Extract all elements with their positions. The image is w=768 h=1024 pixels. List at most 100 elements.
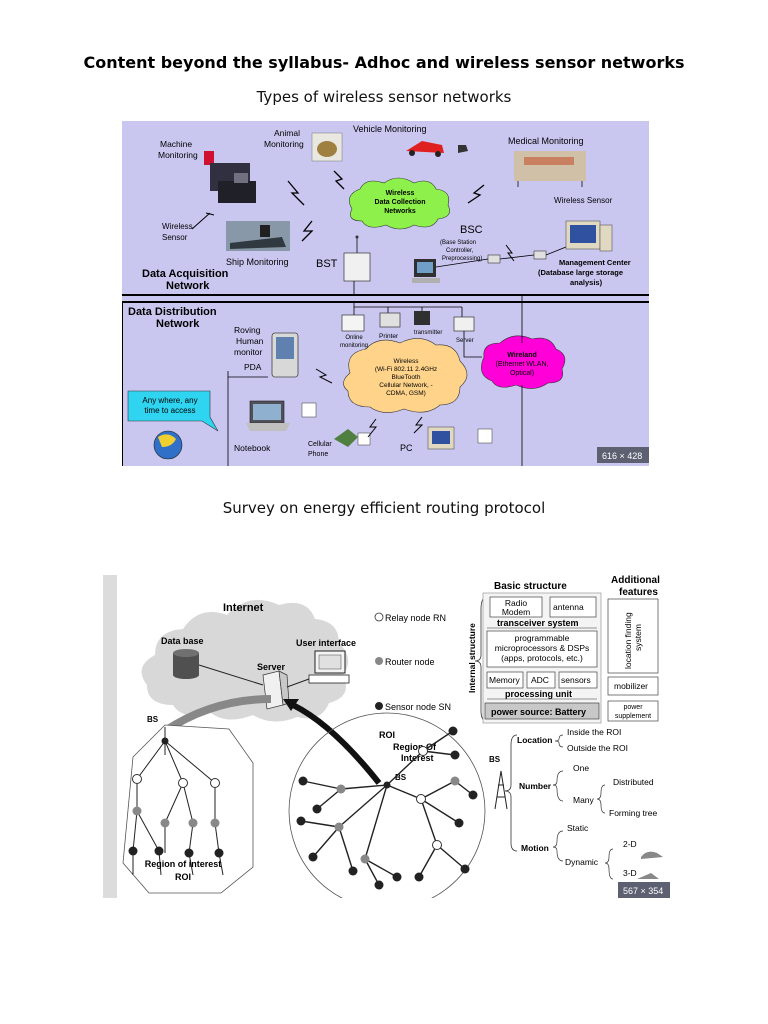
server-icon [262, 670, 290, 710]
wireland-network-cloud: Wireland(Ethernet WLAN,Optical) [481, 335, 566, 389]
location-finding-block [607, 598, 659, 674]
vehicle-icon [406, 141, 468, 157]
notebook-label: Notebook [234, 443, 271, 453]
svg-text:sensors: sensors [561, 675, 591, 685]
globe-icon [153, 430, 183, 460]
svg-text:Memory: Memory [489, 675, 520, 685]
basic-structure-title: Basic structure [494, 581, 567, 592]
wireless-sensor-right-label: Wireless Sensor [554, 196, 613, 205]
right-roi-nodes [296, 726, 478, 890]
svg-text:Dynamic: Dynamic [565, 857, 599, 867]
page-heading: Content beyond the syllabus- Adhoc and w… [83, 53, 685, 72]
right-roi-tree [300, 730, 474, 886]
printer-icon [379, 312, 401, 328]
transmitter-label: transmitter [414, 330, 442, 336]
svg-text:Relay node RN: Relay node RN [385, 613, 446, 623]
transmitter-icon [414, 311, 430, 325]
vehicle-2d-icon [641, 851, 663, 859]
medical-monitoring-label: Medical Monitoring [508, 136, 584, 146]
user-interface-computer-icon [308, 650, 350, 684]
data-flow-arrow [291, 702, 382, 785]
data-flow-arrow [162, 695, 272, 735]
caption-wsn-types: Types of wireless sensor networks [256, 88, 512, 106]
svg-text:antenna: antenna [553, 602, 584, 612]
svg-text:Location: Location [517, 735, 552, 745]
svg-text:Many: Many [573, 795, 595, 805]
svg-text:Internet: Internet [223, 602, 264, 614]
bst-tower-icon [343, 235, 371, 282]
bst-label: BST [316, 258, 338, 270]
size-badge [597, 447, 649, 463]
taxonomy: Location Inside the ROI Outside the ROI … [517, 727, 657, 880]
size-badge-text: 616 × 428 [602, 451, 642, 461]
svg-text:2-D: 2-D [623, 839, 637, 849]
server-icon [453, 316, 475, 332]
notebook-icon [246, 400, 317, 431]
database-label: Data base [161, 636, 204, 646]
cellular-phone-icon [334, 429, 371, 447]
svg-text:Router node: Router node [385, 657, 435, 667]
svg-text:One: One [573, 763, 589, 773]
svg-text:Number: Number [519, 781, 552, 791]
printer-label: Printer [379, 333, 399, 340]
svg-text:Inside the ROI: Inside the ROI [567, 727, 621, 737]
user-interface-label: User interface [296, 638, 356, 648]
vehicle-monitoring-label: Vehicle Monitoring [353, 124, 427, 134]
bs-label-left: BS [147, 715, 159, 724]
svg-text:processing unit: processing unit [505, 689, 572, 699]
svg-text:Outside the ROI: Outside the ROI [567, 743, 628, 753]
online-monitoring-icon [341, 314, 365, 332]
processing-unit-block: Memory ADC sensors processing unit [486, 671, 598, 699]
size-badge [618, 882, 670, 898]
medical-bed-icon [514, 151, 586, 187]
database-icon [173, 649, 199, 679]
management-center-label: Management Center(Database large storage… [538, 258, 631, 287]
routing-protocol-figure: Internet Data base User interface Server… [103, 575, 670, 898]
wireless-link-icon [287, 170, 485, 242]
caption-energy-routing: Survey on energy efficient routing proto… [222, 499, 546, 517]
mobilizer-label: mobilizer [614, 681, 648, 691]
size-badge-text: 567 × 354 [623, 886, 663, 896]
pc-label: PC [400, 443, 413, 453]
bs-label-far: BS [489, 755, 501, 764]
location-finding-label: location findingsystem [623, 612, 643, 669]
bsc-computer-icon [412, 259, 440, 283]
server-label: Server [257, 662, 286, 672]
left-roi-nodes [128, 737, 224, 858]
power-source-block: power source: Battery [484, 702, 600, 720]
node-legend: Relay node RN Router node Sensor node SN [374, 612, 451, 712]
svg-text:Forming tree: Forming tree [609, 808, 657, 818]
ship-monitoring-label: Ship Monitoring [226, 257, 289, 267]
svg-text:Static: Static [567, 823, 589, 833]
ship-icon [226, 221, 290, 251]
power-supplement-block [607, 700, 659, 722]
server-label: Server [456, 338, 474, 344]
pda-icon [271, 332, 299, 378]
machine-icon [204, 151, 256, 203]
svg-text:power source: Battery: power source: Battery [491, 707, 586, 717]
svg-text:ADC: ADC [531, 675, 549, 685]
mobilizer-block [607, 676, 659, 696]
animal-icon [311, 132, 343, 162]
svg-text:Wireland(Ethernet WLAN,Optical: Wireland(Ethernet WLAN,Optical) [496, 352, 549, 377]
